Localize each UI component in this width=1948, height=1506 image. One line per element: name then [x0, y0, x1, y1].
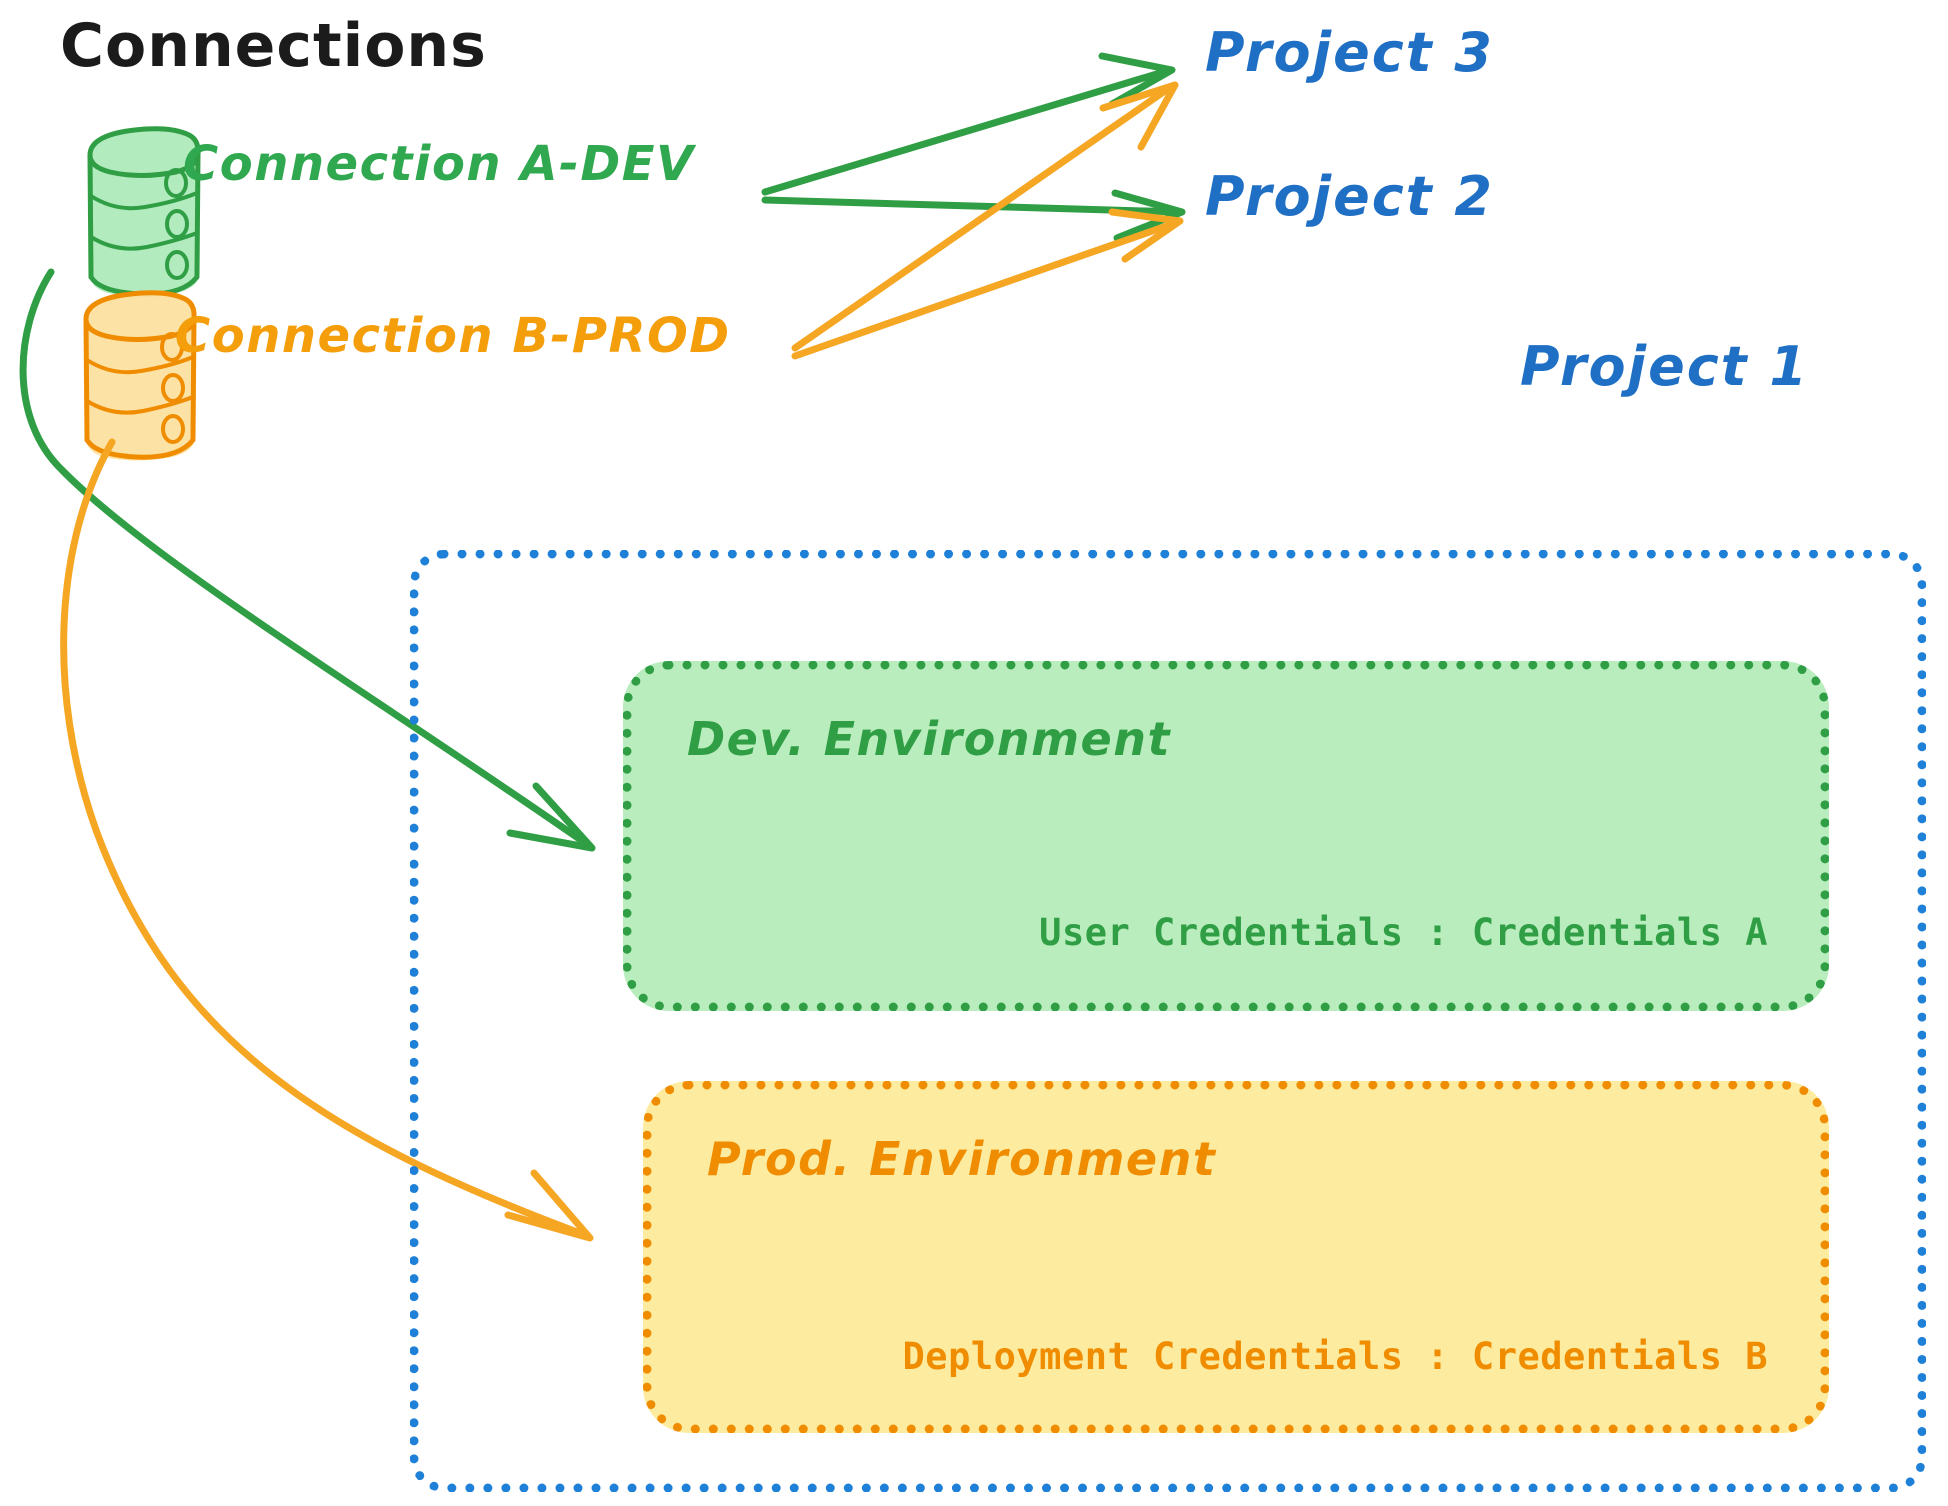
- dev-environment-box[interactable]: Dev. Environment User Credentials : Cred…: [623, 661, 1829, 1011]
- edge-conn-b-to-prod-environment: [60, 438, 594, 1242]
- edge-conn-a-to-dev-environment: [19, 268, 596, 852]
- prod-environment-box[interactable]: Prod. Environment Deployment Credentials…: [643, 1081, 1829, 1433]
- prod-environment-credentials: Deployment Credentials : Credentials B: [902, 1335, 1768, 1378]
- edge-conn-b-to-project-3: [791, 81, 1179, 352]
- connection-a-dev-label[interactable]: Connection A-DEV: [183, 136, 695, 192]
- project-2-label[interactable]: Project 2: [1205, 165, 1494, 228]
- connection-b-prod-label[interactable]: Connection B-PROD: [175, 308, 731, 364]
- database-cylinder-icon-orange: [83, 290, 197, 461]
- edge-conn-b-to-project-2: [791, 208, 1184, 360]
- edge-conn-a-to-project-3: [761, 52, 1176, 196]
- page-title: Connections: [60, 11, 487, 81]
- project-1-label[interactable]: Project 1: [1520, 335, 1809, 398]
- prod-environment-title: Prod. Environment: [707, 1132, 1217, 1186]
- project-3-label[interactable]: Project 3: [1205, 21, 1494, 84]
- project-1-container: Dev. Environment User Credentials : Cred…: [410, 550, 1926, 1492]
- dev-environment-title: Dev. Environment: [687, 712, 1171, 766]
- dev-environment-credentials: User Credentials : Credentials A: [1039, 911, 1768, 954]
